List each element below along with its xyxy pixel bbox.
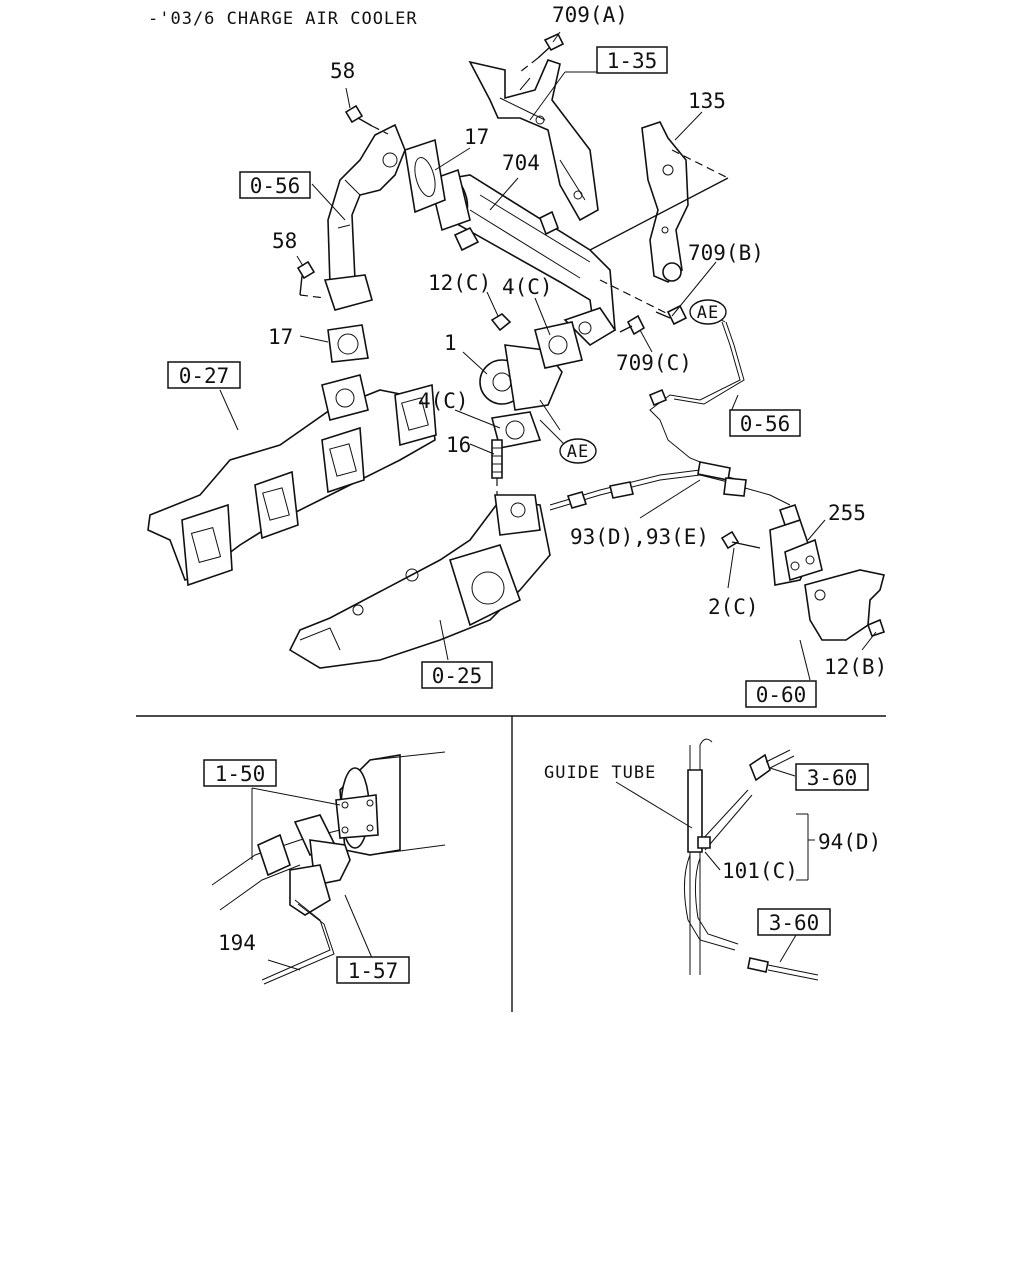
label-709c: 709(C) [616,351,692,375]
label-94d: 94(D) [818,830,881,854]
bolt-709b-drawing [655,304,688,326]
label-93: 93(D),93(E) [570,525,709,549]
label-709b: 709(B) [688,241,764,265]
label-704: 704 [502,151,540,175]
label-1: 1 [444,331,457,355]
gasket-4c-lower-drawing [490,411,542,449]
ref-box-0-60[interactable]: 0-60 [745,680,817,708]
bracket-1-35-drawing [468,59,599,222]
exhaust-manifold-0-27-drawing [147,374,437,587]
vacuum-hose-drawing [549,321,791,511]
intake-manifold-0-25-drawing [288,494,551,669]
bolt-58-upper-drawing [344,104,389,135]
diagram-title: -'03/6 CHARGE AIR COOLER [148,9,418,29]
ref-3-60-bottom-text: 3-60 [769,911,820,935]
label-16: 16 [446,433,471,457]
label-4c-lower: 4(C) [418,389,469,413]
label-194: 194 [218,931,256,955]
label-4c-upper: 4(C) [502,275,553,299]
ref-box-0-56-right[interactable]: 0-56 [729,409,801,437]
ref-box-1-35[interactable]: 1-35 [596,46,668,74]
gasket-17-upper-drawing [404,138,446,214]
label-135: 135 [688,89,726,113]
bracket-135-drawing [589,121,729,283]
egr-valve-1-drawing [479,312,563,431]
label-2c: 2(C) [708,595,759,619]
ref-0-25-text: 0-25 [432,664,483,688]
ref-1-57-text: 1-57 [348,959,399,983]
label-12c: 12(C) [428,271,491,295]
label-58-lower: 58 [272,229,297,253]
ref-0-60-text: 0-60 [756,683,807,707]
connector-ae-top-text: AE [697,303,719,323]
ref-0-27-text: 0-27 [179,364,230,388]
connector-ae-mid-text: AE [567,442,589,462]
bottom-left-drawing [211,751,446,985]
stud-16-drawing [491,439,503,495]
label-101c: 101(C) [722,859,798,883]
label-17-upper: 17 [464,125,489,149]
gasket-4c-upper-drawing [534,321,583,369]
connector-ae-top[interactable]: AE [689,299,727,325]
ref-1-50-text: 1-50 [215,762,266,786]
cooler-704-drawing [429,168,681,347]
ref-box-0-27[interactable]: 0-27 [167,361,241,389]
ref-box-1-57[interactable]: 1-57 [336,956,410,984]
gasket-17-lower-drawing [327,324,369,363]
solenoid-255-drawing [769,503,886,641]
label-guide-tube: GUIDE TUBE [544,763,656,783]
ref-box-1-50[interactable]: 1-50 [203,759,277,787]
ref-box-0-25[interactable]: 0-25 [421,661,493,689]
bolt-2c-drawing [720,530,761,550]
leader-lines-top [219,31,877,681]
bottom-right-drawing [615,738,819,981]
ref-3-60-top-text: 3-60 [807,766,858,790]
ref-box-0-56-left[interactable]: 0-56 [239,171,311,199]
bolt-58-lower-drawing [296,260,326,299]
connector-ae-mid[interactable]: AE [559,438,597,464]
label-12b: 12(B) [824,655,887,679]
ref-1-35-text: 1-35 [607,49,658,73]
bolt-709c-drawing [619,314,646,336]
pipe-0-56-drawing [323,123,406,311]
label-255: 255 [828,501,866,525]
bolt-709a-drawing [519,32,565,73]
label-17-lower: 17 [268,325,293,349]
ref-0-56-left-text: 0-56 [250,174,301,198]
label-709a: 709(A) [552,3,628,27]
ref-box-3-60-bottom[interactable]: 3-60 [757,908,831,936]
ref-box-3-60-top[interactable]: 3-60 [795,763,869,791]
label-58-upper: 58 [330,59,355,83]
ref-0-56-right-text: 0-56 [740,412,791,436]
